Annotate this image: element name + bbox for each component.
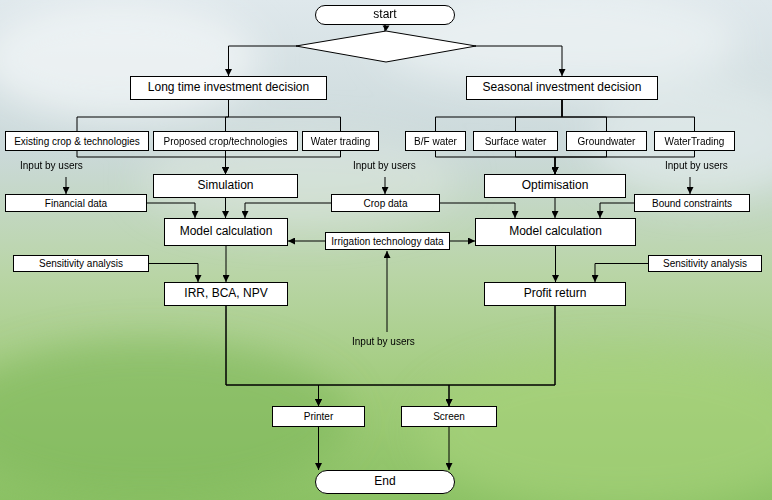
flow-connector [555, 198, 556, 218]
flow-connector [516, 151, 556, 174]
box-text: WaterTrading [665, 136, 725, 147]
input-label: Input by users [665, 160, 728, 172]
process-box: Bound constraints [634, 194, 750, 212]
box-text: Existing crop & technologies [14, 136, 140, 147]
box-text: Printer [304, 411, 333, 422]
input-arrow [690, 177, 691, 194]
arrow-head [383, 26, 390, 32]
process-box: B/F water [405, 131, 466, 151]
flow-connector [229, 100, 341, 131]
box-text: Screen [433, 411, 465, 422]
box-text: Bound constraints [652, 198, 732, 209]
process-box: Proposed crop/technologies [153, 131, 298, 151]
box-text: Water trading [311, 136, 371, 147]
process-box: Groundwater [566, 131, 647, 151]
process-box: Existing crop & technologies [5, 131, 149, 151]
flow-connector [436, 100, 563, 131]
terminal-box: End [315, 470, 455, 494]
flow-connector [436, 151, 556, 174]
input-arrow [385, 177, 386, 194]
flow-connector [595, 264, 648, 283]
flow-connector [555, 151, 607, 174]
process-box: Profit return [484, 282, 626, 306]
flow-connector [77, 100, 229, 131]
input-label: Input by users [352, 336, 415, 348]
flow-connector [226, 151, 341, 174]
flow-connector [226, 306, 449, 406]
box-text: Simulation [197, 179, 253, 192]
flow-connector [226, 246, 227, 282]
flow-connector [555, 246, 556, 282]
box-text: Crop data [364, 198, 408, 209]
flow-connector [562, 100, 695, 131]
input-label: Input by users [353, 160, 416, 172]
box-text: Seasonal investment decision [483, 81, 642, 94]
process-box: Surface water [473, 131, 558, 151]
process-box: Long time investment decision [130, 76, 327, 100]
process-box: WaterTrading [654, 131, 735, 151]
box-text: Model calculation [509, 225, 602, 238]
flow-connector [450, 241, 475, 242]
process-box: Seasonal investment decision [466, 76, 658, 100]
process-box: Model calculation [475, 218, 636, 246]
flow-connector [147, 203, 195, 218]
box-text: Profit return [524, 287, 587, 300]
process-box: Sensitivity analysis [648, 255, 762, 272]
box-text: Model calculation [180, 225, 273, 238]
box-text: Groundwater [578, 136, 636, 147]
input-arrow [387, 251, 388, 332]
box-text: Optimisation [522, 179, 589, 192]
flow-connector [225, 198, 226, 218]
box-text: Proposed crop/technologies [164, 136, 288, 147]
flow-connector [149, 264, 198, 283]
flow-connector [449, 427, 450, 470]
process-box: Water trading [302, 131, 379, 151]
flow-connector [562, 100, 607, 131]
flow-connector [440, 203, 515, 218]
process-box: Financial data [5, 194, 147, 212]
flow-connector [600, 203, 634, 218]
process-box: Screen [401, 406, 497, 427]
box-text: Financial data [45, 198, 107, 209]
input-label: Input by users [20, 160, 83, 172]
process-box: Crop data [331, 194, 440, 212]
box-text: End [374, 475, 395, 488]
process-box: Model calculation [164, 218, 288, 246]
flow-connector [288, 241, 325, 242]
process-box: Simulation [153, 174, 298, 198]
flow-connector [449, 306, 555, 406]
flow-connector [319, 306, 556, 406]
box-text: B/F water [414, 136, 457, 147]
box-text: Sensitivity analysis [39, 258, 123, 269]
flow-connector [245, 203, 331, 218]
box-text: Surface water [485, 136, 547, 147]
input-arrow [66, 177, 67, 194]
terminal-box: start [315, 5, 455, 25]
box-text: IRR, BCA, NPV [184, 287, 267, 300]
box-text: Irrigation technology data [331, 236, 443, 247]
box-text: start [373, 8, 396, 21]
flow-connector [516, 100, 563, 131]
process-box: IRR, BCA, NPV [164, 282, 288, 306]
flow-connector [318, 427, 319, 470]
process-box: Irrigation technology data [325, 232, 450, 250]
flow-connector [226, 306, 319, 406]
box-text: Sensitivity analysis [663, 258, 747, 269]
box-text: Long time investment decision [148, 81, 309, 94]
process-box: Optimisation [484, 174, 626, 198]
process-box: Sensitivity analysis [13, 255, 149, 272]
flow-connector [77, 151, 226, 174]
process-box: Printer [272, 406, 365, 427]
decision-diamond [296, 31, 476, 62]
